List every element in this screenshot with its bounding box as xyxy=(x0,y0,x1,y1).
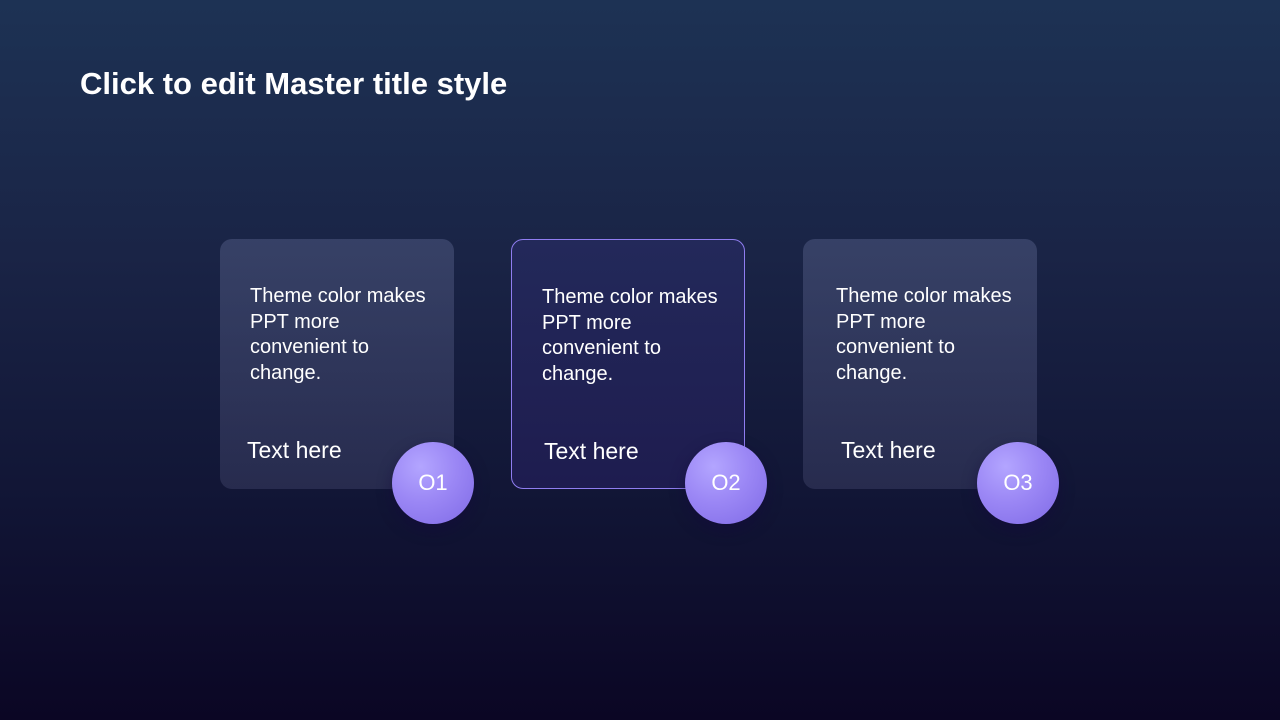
slide-title[interactable]: Click to edit Master title style xyxy=(80,66,508,101)
number-badge-3: O3 xyxy=(977,442,1059,524)
card-label[interactable]: Text here xyxy=(841,437,936,463)
card-label[interactable]: Text here xyxy=(247,437,342,463)
card-label[interactable]: Text here xyxy=(544,438,639,464)
card-body-text[interactable]: Theme color makes PPT more convenient to… xyxy=(250,285,426,384)
content-card-1[interactable]: Theme color makes PPT more convenient to… xyxy=(220,239,454,489)
number-badge-2: O2 xyxy=(685,442,767,524)
card-body-text[interactable]: Theme color makes PPT more convenient to… xyxy=(542,286,718,385)
card-body-text[interactable]: Theme color makes PPT more convenient to… xyxy=(836,285,1012,384)
number-badge-1: O1 xyxy=(392,442,474,524)
